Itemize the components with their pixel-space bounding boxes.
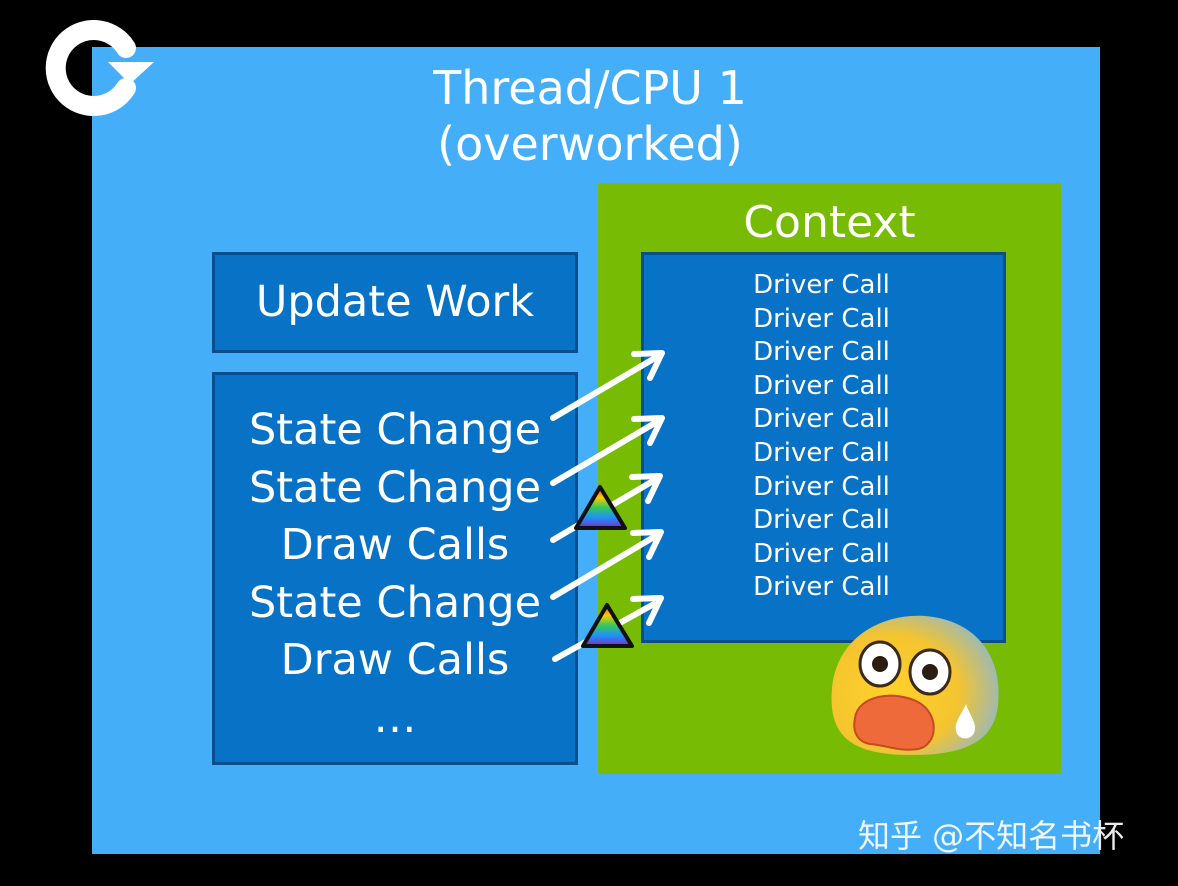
arrow-icon [550,529,664,600]
work-item: State Change [248,405,542,455]
driver-call: Driver Call [753,572,890,603]
work-item: Draw Calls [280,520,510,570]
watermark: 知乎 @不知名书杯 [858,817,1125,855]
update-work-label: Update Work [255,277,535,327]
work-item: Draw Calls [280,635,510,685]
warning-triangle-icon [574,485,627,530]
driver-calls-box: Driver Call Driver Call Driver Call Driv… [641,252,1006,643]
driver-call: Driver Call [753,471,890,502]
thread-title-line2: (overworked) [437,117,743,171]
driver-call: Driver Call [753,337,890,368]
warning-triangle-icon [581,603,634,648]
fearful-face-emoji-icon [831,615,999,755]
refresh-logo-icon [45,20,154,116]
driver-call: Driver Call [753,404,890,435]
driver-call: Driver Call [753,303,890,334]
context-title: Context [743,197,916,248]
arrow-icon [550,350,665,421]
work-list-box: State Change State Change Draw Calls Sta… [212,372,578,765]
thread-title: Thread/CPU 1 (overworked) [390,60,790,172]
driver-call: Driver Call [753,370,890,401]
work-item: State Change [248,577,542,628]
driver-call: Driver Call [753,505,890,536]
work-item: State Change [248,462,542,513]
arrow-icon [550,415,665,486]
work-item: … [373,692,417,743]
update-work-box: Update Work [212,252,578,353]
driver-call: Driver Call [753,270,890,300]
driver-call: Driver Call [753,538,890,569]
driver-call: Driver Call [753,437,890,468]
thread-title-line1: Thread/CPU 1 [433,61,747,115]
